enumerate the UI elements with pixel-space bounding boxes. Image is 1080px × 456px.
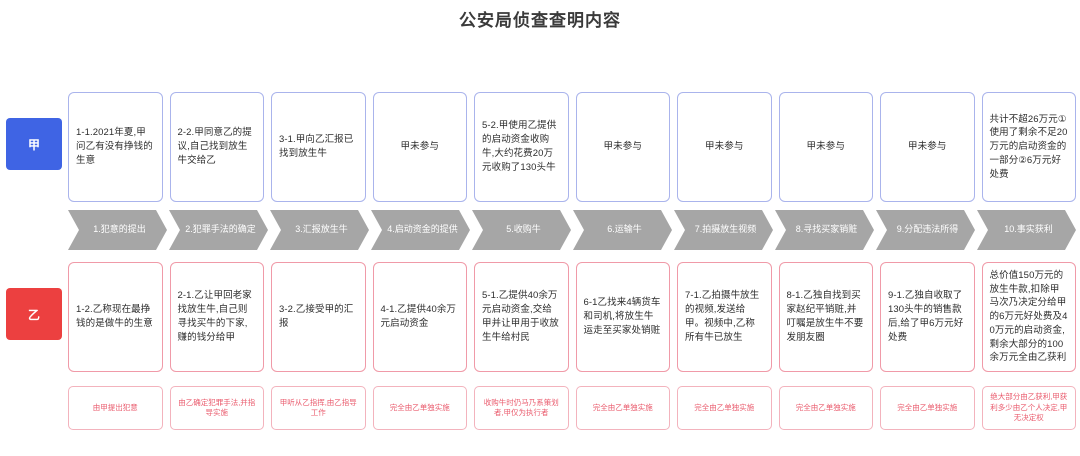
- role-badge-jia: 甲: [6, 118, 62, 170]
- jia-card[interactable]: 甲未参与: [880, 92, 975, 202]
- process-step-band: 1.犯意的提出 2.犯罪手法的确定 3.汇报放生牛 4.启动资金的提供 5.收购…: [68, 210, 1076, 250]
- note-item[interactable]: 由乙确定犯罪手法,并指导实施: [169, 386, 264, 430]
- yi-card[interactable]: 3-2.乙接受甲的汇报: [271, 262, 366, 372]
- jia-card[interactable]: 1-1.2021年夏,甲问乙有没有挣钱的生意: [68, 92, 163, 202]
- yi-card[interactable]: 7-1.乙拍摄牛放生的视频,发送给甲。视频中,乙称所有牛已放生: [677, 262, 772, 372]
- process-step[interactable]: 8.寻找买家销赃: [775, 210, 874, 250]
- role-badge-yi: 乙: [6, 288, 62, 340]
- yi-card[interactable]: 总价值150万元的放生牛款,扣除甲马次乃决定分给甲的6万元好处费及40万元的启动…: [981, 262, 1076, 372]
- process-step[interactable]: 7.拍摄放生视频: [674, 210, 773, 250]
- yi-card[interactable]: 4-1.乙提供40余万元启动资金: [372, 262, 467, 372]
- process-step[interactable]: 2.犯罪手法的确定: [169, 210, 268, 250]
- process-step[interactable]: 9.分配违法所得: [876, 210, 975, 250]
- note-item[interactable]: 由甲提出犯意: [68, 386, 163, 430]
- yi-card[interactable]: 6-1乙找来4辆货车和司机,将放生牛运走至买家处销赃: [575, 262, 670, 372]
- process-step[interactable]: 5.收购牛: [472, 210, 571, 250]
- note-item[interactable]: 完全由乙单独实施: [677, 386, 772, 430]
- process-step[interactable]: 4.启动资金的提供: [371, 210, 470, 250]
- jia-card[interactable]: 甲未参与: [575, 92, 670, 202]
- note-item[interactable]: 完全由乙单独实施: [575, 386, 670, 430]
- process-step[interactable]: 6.运输牛: [573, 210, 672, 250]
- jia-card-row: 1-1.2021年夏,甲问乙有没有挣钱的生意 2-2.甲同意乙的提议,自己找到放…: [68, 92, 1076, 202]
- note-item[interactable]: 完全由乙单独实施: [880, 386, 975, 430]
- jia-card[interactable]: 3-1.甲向乙汇报已找到放生牛: [271, 92, 366, 202]
- process-step[interactable]: 10.事实获利: [977, 210, 1076, 250]
- yi-card[interactable]: 2-1.乙让甲回老家找放生牛,自己则寻找买牛的下家,赚的钱分给甲: [169, 262, 264, 372]
- jia-card[interactable]: 甲未参与: [778, 92, 873, 202]
- note-item[interactable]: 绝大部分由乙获利,甲获利多少由乙个人决定,甲无决定权: [981, 386, 1076, 430]
- jia-card[interactable]: 甲未参与: [677, 92, 772, 202]
- process-step[interactable]: 3.汇报放生牛: [270, 210, 369, 250]
- yi-card[interactable]: 8-1.乙独自找到买家赵纪平销赃,并叮嘱是放生牛不要发朋友圈: [778, 262, 873, 372]
- note-item[interactable]: 完全由乙单独实施: [372, 386, 467, 430]
- yi-card-row: 1-2.乙称现在最挣钱的是做牛的生意 2-1.乙让甲回老家找放生牛,自己则寻找买…: [68, 262, 1076, 372]
- yi-card[interactable]: 1-2.乙称现在最挣钱的是做牛的生意: [68, 262, 163, 372]
- note-item[interactable]: 收购牛时仍马乃系策划者,甲仅为执行者: [474, 386, 569, 430]
- jia-card[interactable]: 甲未参与: [372, 92, 467, 202]
- jia-card[interactable]: 5-2.甲使用乙提供的启动资金收购牛,大约花费20万元收购了130头牛: [474, 92, 569, 202]
- jia-card[interactable]: 2-2.甲同意乙的提议,自己找到放生牛交给乙: [169, 92, 264, 202]
- jia-card[interactable]: 共计不超26万元①使用了剩余不足20万元的启动资金的一部分②6万元好处费: [981, 92, 1076, 202]
- note-item[interactable]: 完全由乙单独实施: [778, 386, 873, 430]
- process-step[interactable]: 1.犯意的提出: [68, 210, 167, 250]
- yi-card[interactable]: 9-1.乙独自收取了130头牛的销售款后,给了甲6万元好处费: [880, 262, 975, 372]
- yi-card[interactable]: 5-1.乙提供40余万元启动资金,交给甲并让甲用于收放生牛给村民: [474, 262, 569, 372]
- note-row: 由甲提出犯意 由乙确定犯罪手法,并指导实施 甲听从乙指挥,由乙指导工作 完全由乙…: [68, 386, 1076, 430]
- note-item[interactable]: 甲听从乙指挥,由乙指导工作: [271, 386, 366, 430]
- page-title: 公安局侦查查明内容: [459, 11, 621, 30]
